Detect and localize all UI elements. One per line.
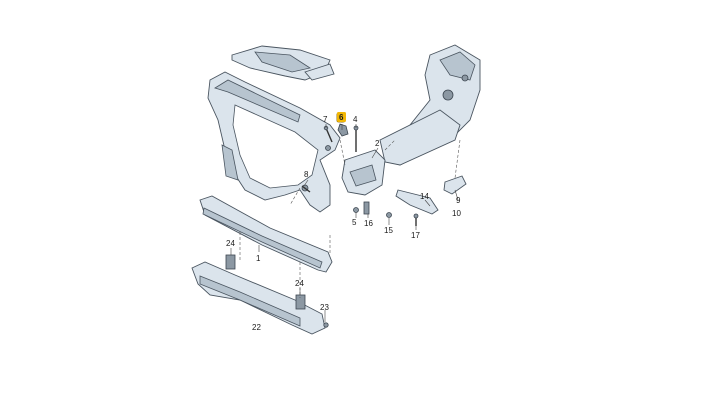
- callout-15: 15: [384, 226, 393, 235]
- callout-8: 8: [304, 170, 309, 179]
- alignment-lines: [239, 139, 461, 298]
- bracket-14-part: [395, 189, 439, 215]
- upper-cover-part: [231, 45, 335, 81]
- leader-lines: [230, 124, 459, 322]
- callout-14: 14: [420, 192, 429, 201]
- callout-24-upper: 24: [226, 239, 235, 248]
- callout-labels: 1 2 4 5 6 7 8 9 10 14 15 16 17 22 23 24 …: [226, 112, 461, 332]
- callout-7: 7: [323, 115, 328, 124]
- callout-23: 23: [320, 303, 329, 312]
- lower-carrier-part: [191, 254, 326, 335]
- callout-5: 5: [352, 218, 357, 227]
- callout-2: 2: [375, 139, 380, 148]
- bracket-2-part: [341, 149, 386, 196]
- callout-1: 1: [256, 254, 261, 263]
- callout-6-highlight: [337, 112, 346, 122]
- callout-24-lower: 24: [295, 279, 304, 288]
- bracket-10-part: [443, 175, 467, 195]
- side-member-part: [379, 44, 481, 166]
- callout-17: 17: [411, 231, 420, 240]
- callout-9: 9: [456, 196, 461, 205]
- callout-10: 10: [452, 209, 461, 218]
- callout-22: 22: [252, 323, 261, 332]
- callout-4: 4: [353, 115, 358, 124]
- callout-16: 16: [364, 219, 373, 228]
- callout-6: 6: [339, 113, 344, 122]
- bumper-bar-part: [199, 195, 333, 273]
- front-frame-part: [207, 71, 341, 213]
